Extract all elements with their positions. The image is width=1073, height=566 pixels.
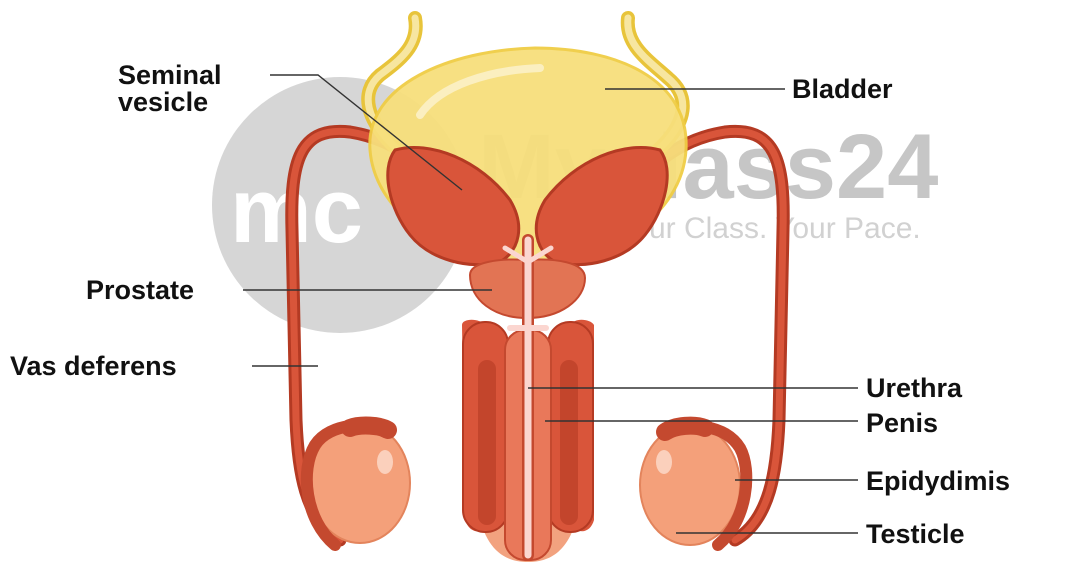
watermark-tagline: Your Class. Your Pace.: [615, 212, 921, 245]
label-prostate: Prostate: [86, 275, 194, 305]
label-bladder: Bladder: [792, 74, 893, 104]
label-penis: Penis: [866, 408, 938, 438]
label-seminal-vesicle-line1: Seminal: [118, 60, 222, 90]
label-epididymis: Epidydimis: [866, 466, 1010, 496]
testicle-left-group: [307, 423, 410, 545]
testicle-right: [640, 425, 740, 545]
testicle-right-group: [640, 425, 746, 545]
label-seminal-vesicle-line2: vesicle: [118, 87, 208, 117]
label-urethra: Urethra: [866, 373, 963, 403]
corpus-right-inner: [560, 360, 578, 525]
label-vas-deferens: Vas deferens: [10, 351, 177, 381]
corpus-left-inner: [478, 360, 496, 525]
label-testicle: Testicle: [866, 519, 965, 549]
